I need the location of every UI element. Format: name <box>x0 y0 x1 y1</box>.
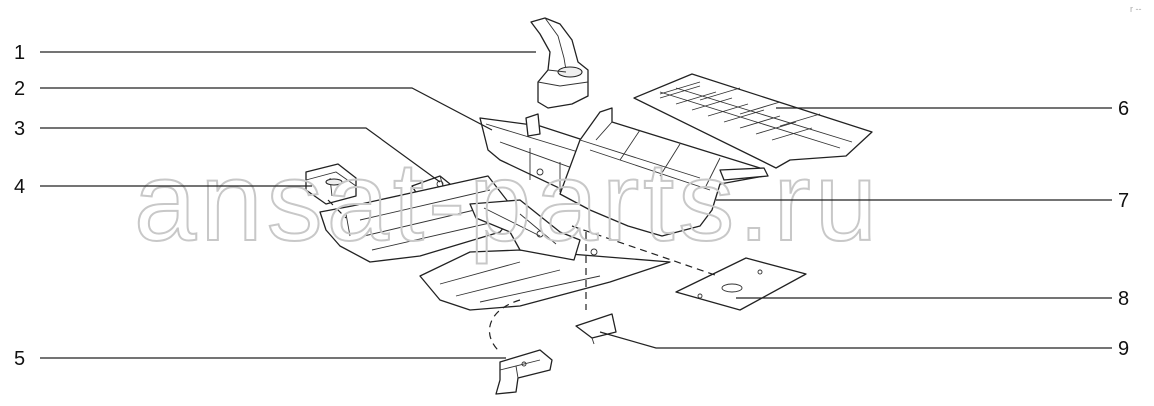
corner-mark: r -- <box>1130 4 1142 14</box>
callout-3: 3 <box>14 118 25 140</box>
callout-6: 6 <box>1118 98 1129 120</box>
left-floor-section <box>319 175 517 263</box>
callout-5: 5 <box>14 348 25 370</box>
assembly-dashed-lines <box>327 199 719 353</box>
part-9-cover-plate <box>575 313 617 345</box>
part-1-wheel-arch <box>530 17 589 109</box>
part-6-luggage-floor <box>633 73 873 169</box>
part-8-reinforcement-plate <box>675 257 807 311</box>
part-7-rear-floor <box>559 107 769 237</box>
part-4-jack-bracket <box>305 163 357 205</box>
callout-1: 1 <box>14 42 25 64</box>
part-5-front-jack-bracket <box>495 349 553 395</box>
callout-9: 9 <box>1118 338 1129 360</box>
watermark: ansat-parts.ru <box>134 139 881 264</box>
front-floor-section <box>419 199 671 311</box>
leader-lines <box>40 51 1112 359</box>
callout-2: 2 <box>14 78 25 100</box>
callout-4: 4 <box>14 176 25 198</box>
callout-numbers: 1 2 3 4 5 6 7 8 9 <box>14 42 1129 370</box>
callout-8: 8 <box>1118 288 1129 310</box>
callout-7: 7 <box>1118 190 1129 212</box>
